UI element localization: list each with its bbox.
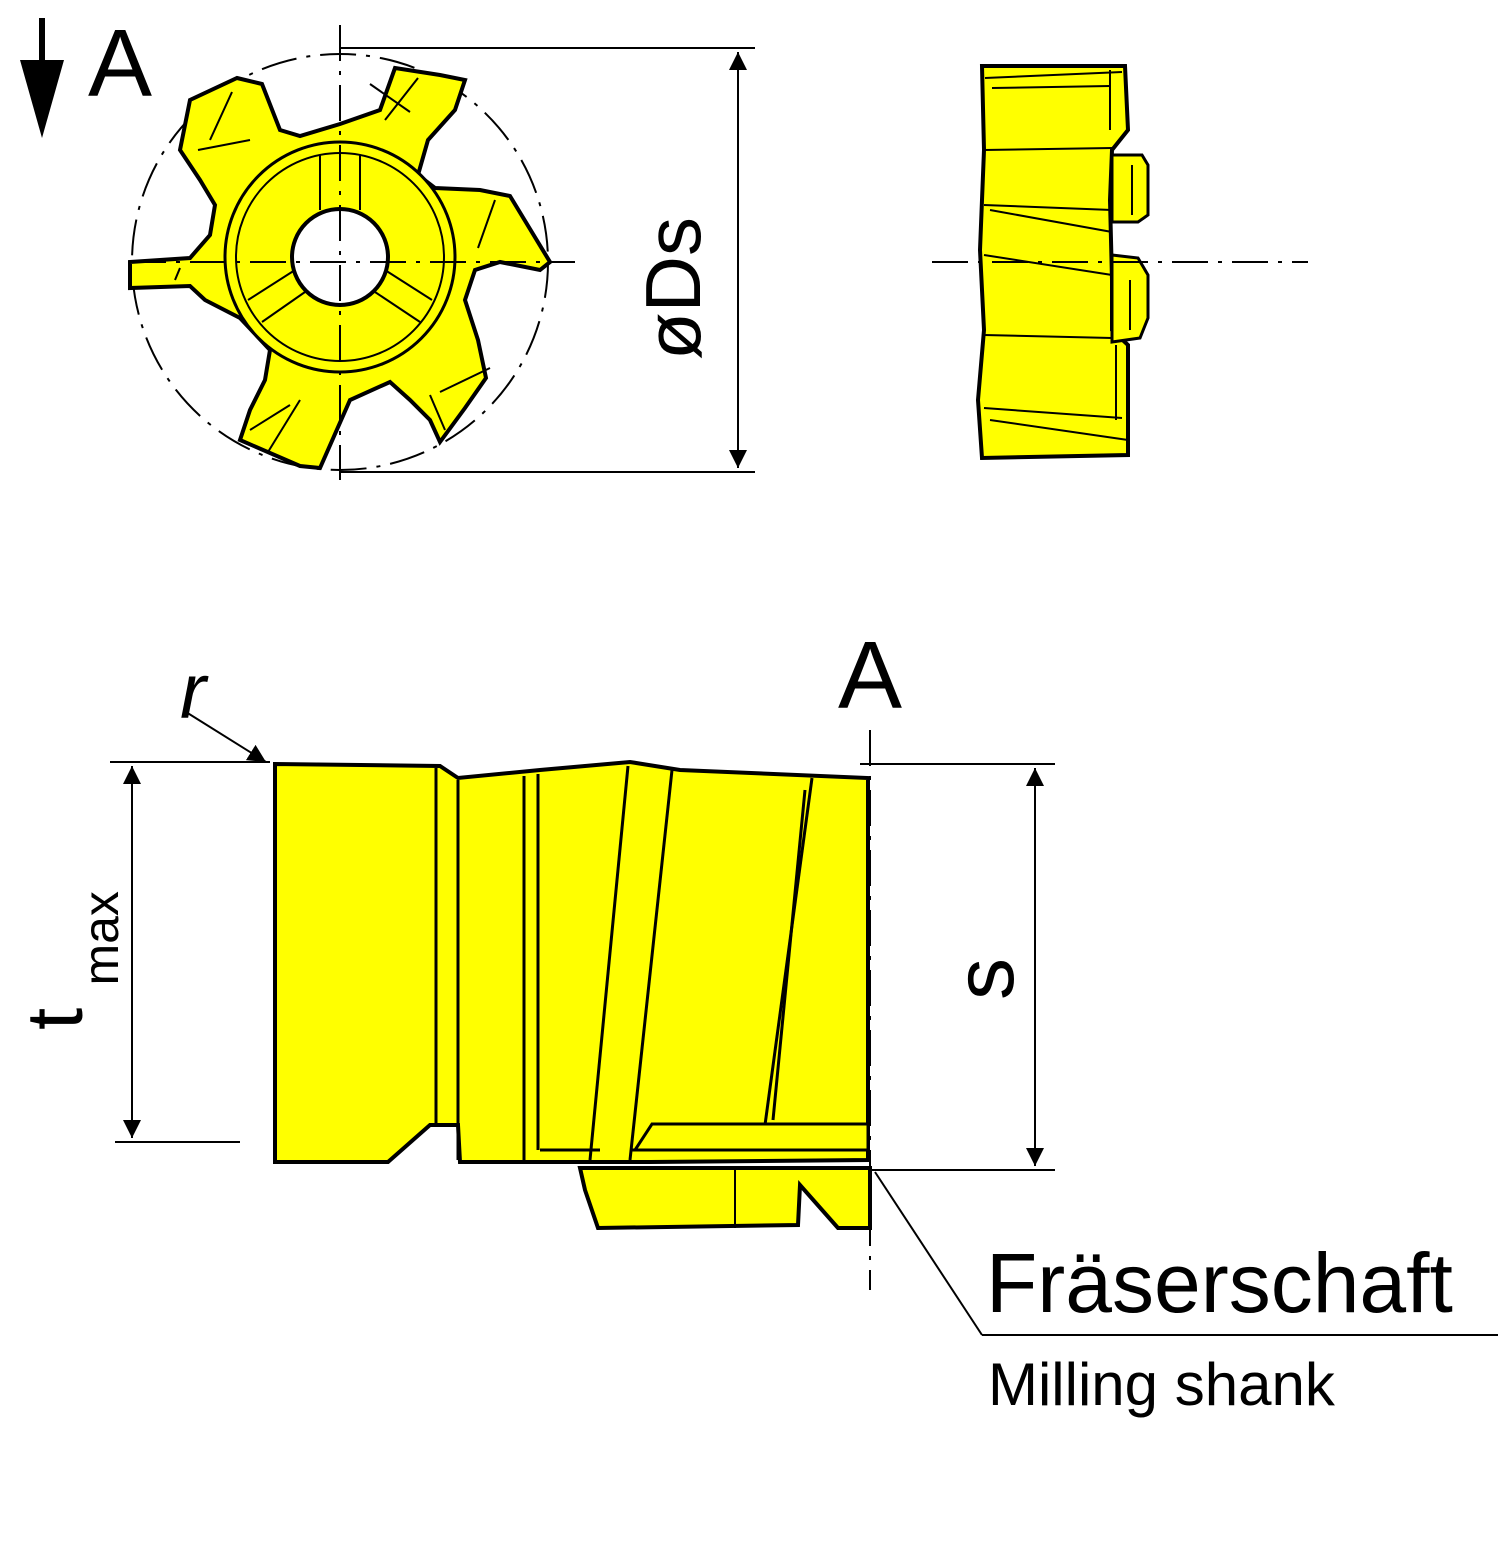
diameter-dimension: øDs	[340, 47, 755, 473]
diameter-label: øDs	[629, 217, 717, 360]
section-view	[273, 730, 872, 1290]
shank-callout: Fräserschaft Milling shank	[874, 1171, 1498, 1418]
side-flute-lines	[983, 70, 1133, 441]
section-arrow-down-icon	[20, 60, 64, 138]
side-view	[932, 64, 1308, 461]
shank-stub	[577, 1166, 872, 1231]
shank-leader	[874, 1171, 983, 1336]
flute-edges	[174, 77, 496, 453]
hub-spokes	[247, 155, 433, 323]
shank-label-en: Milling shank	[988, 1351, 1336, 1418]
side-tab-upper	[1110, 153, 1150, 224]
depth-dimension: t max	[10, 761, 270, 1143]
width-dimension: s	[860, 763, 1055, 1171]
section-body	[273, 759, 870, 1164]
shank-label-de: Fräserschaft	[986, 1236, 1453, 1330]
radius-leader	[185, 711, 267, 763]
width-label: s	[937, 958, 1031, 1000]
depth-label-main: t	[10, 1008, 99, 1030]
depth-label: t max	[10, 891, 129, 1030]
section-label-side: A	[838, 622, 902, 729]
radius-label: r	[180, 647, 209, 735]
depth-label-sub: max	[73, 891, 129, 985]
section-flute-lines	[434, 765, 868, 1161]
front-view	[128, 25, 575, 480]
radius-callout: r	[180, 647, 267, 763]
section-step	[632, 1122, 870, 1152]
section-label-top: A	[88, 10, 152, 117]
section-marker-top: A	[20, 10, 152, 138]
